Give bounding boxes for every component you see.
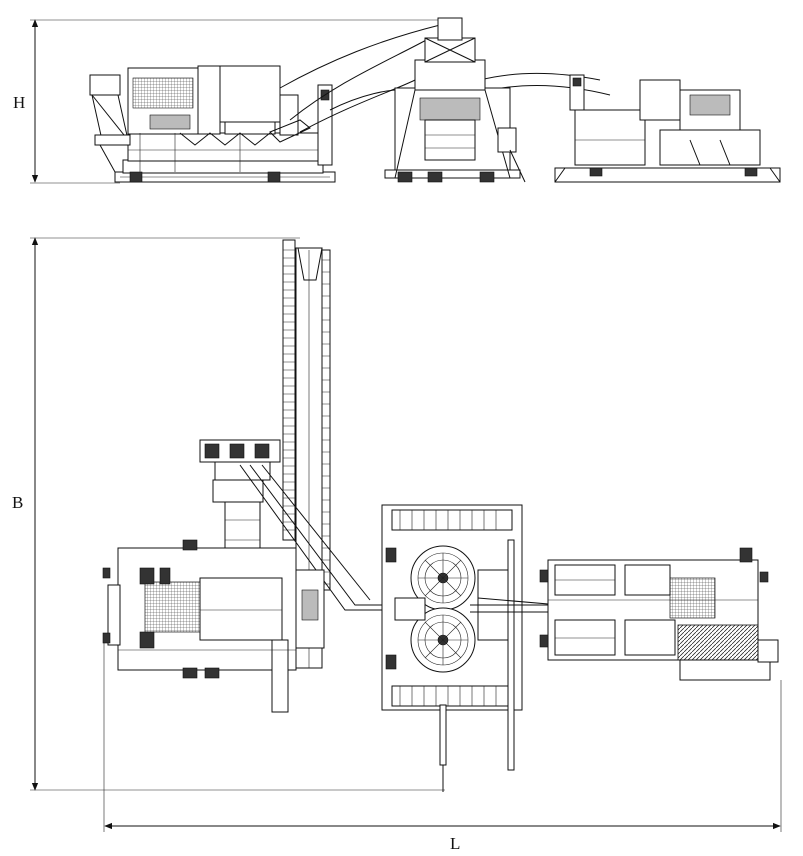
height-label: H xyxy=(13,93,25,112)
top-left-unit xyxy=(102,539,325,713)
width-label: B xyxy=(12,493,23,512)
top-hose xyxy=(239,464,395,611)
side-left-unit xyxy=(89,65,336,183)
top-feeder-head xyxy=(199,439,281,563)
top-right-unit xyxy=(539,547,779,681)
top-middle-unit xyxy=(381,504,523,792)
side-hose-upper xyxy=(279,24,441,89)
side-right-unit xyxy=(554,74,781,183)
length-label: L xyxy=(450,834,460,853)
top-view xyxy=(30,237,782,832)
side-view xyxy=(30,17,781,184)
side-middle-tower xyxy=(384,17,526,183)
